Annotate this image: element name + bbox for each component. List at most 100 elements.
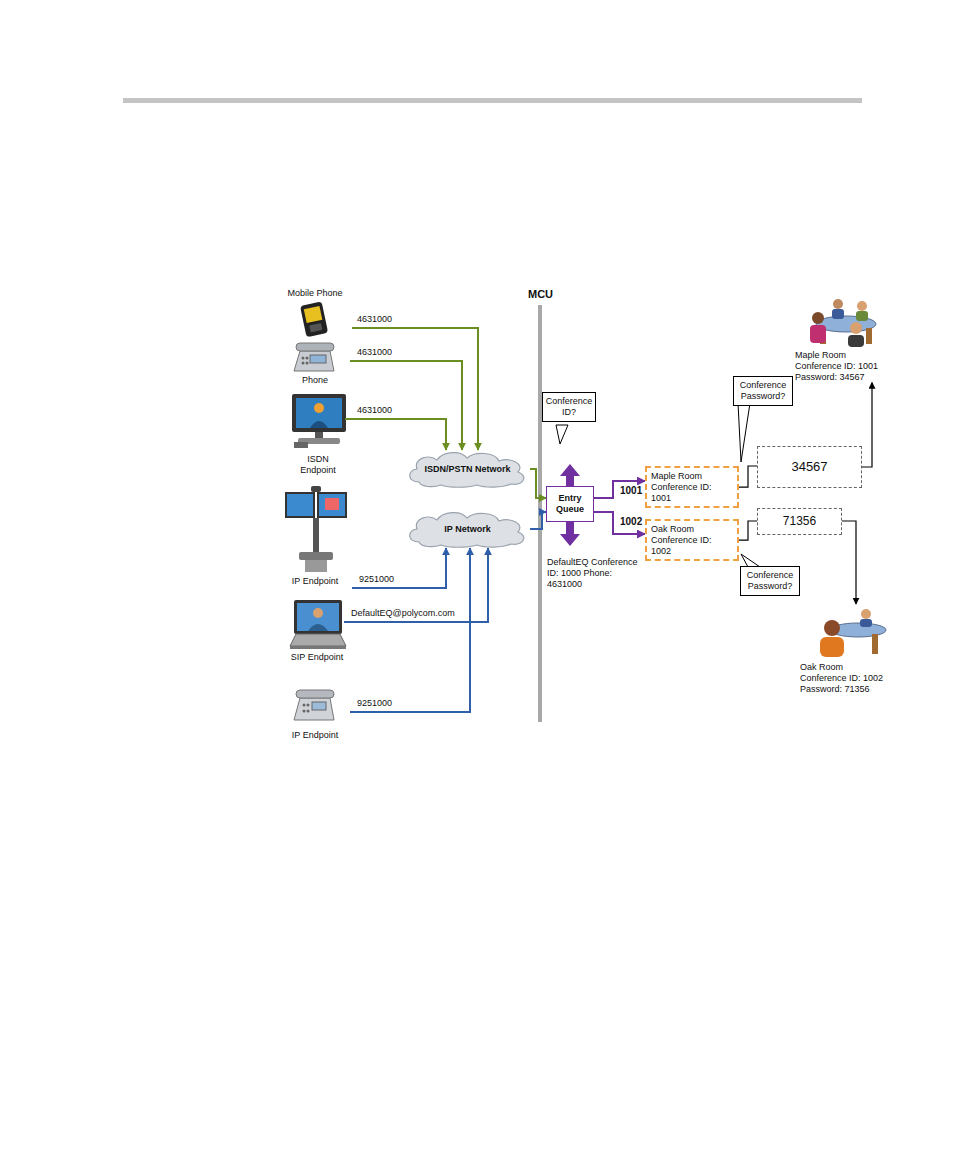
illustration-part [307,710,310,713]
connector [350,548,470,712]
node-label: Conference Password? [736,380,790,402]
mobile-phone: Mobile Phone [278,288,352,335]
illustration-part [832,309,844,319]
entry-queue: Entry QueueDefaultEQ Conference ID: 1000… [546,486,594,522]
section-label: MCU [527,288,554,301]
illustration-part [294,690,334,720]
node-label: Phone [280,375,350,386]
node-label: Mobile Phone [278,288,352,299]
password-box: 71356 [757,508,842,535]
illustration-part [315,432,323,438]
illustration-part [305,560,327,572]
illustration-part [294,600,342,634]
edge-label: DefaultEQ@polycom.com [350,608,456,619]
illustration-part [294,343,334,371]
illustration-part [294,351,334,371]
illustration-part [314,403,324,413]
conference-room: Maple Room Conference ID: 1001 Password:… [795,296,887,382]
illustration-part [319,494,345,516]
illustration-part [312,702,326,710]
illustration-part [290,634,346,646]
network-cloud: ISDN/PSTN Network [405,450,530,488]
connector [862,382,872,467]
illustration-part [296,398,342,428]
illustration-part [302,357,309,365]
illustration-part [560,464,580,486]
illustration-part [306,357,309,360]
connector [345,419,446,450]
ip-endpoint: IP Endpoint [280,688,350,741]
illustration-part [123,98,862,103]
connector [594,512,645,534]
node-note: DefaultEQ Conference ID: 1000 Phone: 463… [547,557,639,589]
illustration-part [856,311,868,321]
illustration-part [285,492,315,518]
illustration-part [309,323,322,332]
node-label: Oak Room Conference ID: 1002 Password: 7… [800,662,890,694]
connector [352,328,478,450]
node-label: Entry Queue [548,493,592,515]
connector [739,521,757,540]
illustration-part [872,634,878,654]
phone: Phone [280,341,350,386]
node-label: 71356 [783,514,816,528]
illustration-part [303,704,306,707]
illustration-part [300,301,328,337]
edge-label: 9251000 [356,698,393,709]
illustration-part [810,299,876,347]
node-label: Conference ID? [545,396,593,418]
network-cloud: IP Network [405,510,530,548]
callout-bubble: Conference Password? [740,566,800,596]
illustration-part [306,362,309,365]
node-label: IP Endpoint [278,576,352,587]
illustration-part [307,704,310,707]
illustration-part [310,421,328,428]
illustration-part [860,619,872,627]
illustration-part [304,306,323,323]
node-label: Oak Room Conference ID: 1002 [651,524,733,556]
illustration-part [738,403,750,462]
illustration-part [824,620,840,636]
illustration-part [857,301,867,311]
illustration-part [311,486,321,492]
illustration-part [302,357,305,360]
connector [352,548,446,588]
illustration-part [317,492,347,518]
illustration-part [833,299,843,309]
isdn-endpoint: ISDN Endpoint [291,392,345,476]
edge-label: 1002 [619,516,643,528]
illustration-part [850,322,862,334]
connector [739,466,757,487]
sip-endpoint: SIP Endpoint [290,598,344,663]
callout-bubble: Conference ID? [542,392,596,422]
illustration-part [287,494,313,516]
illustration-part [296,343,334,351]
illustration-part [861,609,871,619]
illustration-part [560,522,580,546]
illustration-part [292,394,346,448]
node-label: SIP Endpoint [290,652,344,663]
illustration-part [290,600,346,649]
node-label: ISDN Endpoint [291,454,345,476]
connector [530,512,546,529]
illustration-part [313,518,319,554]
connector [842,521,856,604]
conference-room: Oak Room Conference ID: 1002 Password: 7… [800,604,890,694]
illustration-part [294,698,334,720]
illustration-part [294,442,308,448]
illustration-part [285,486,347,572]
illustration-part [297,603,339,631]
illustration-part [300,301,328,337]
illustration-part [325,498,339,510]
illustration-part [812,312,824,324]
illustration-part [302,362,305,365]
ip-endpoint: IP Endpoint [278,484,352,587]
node-label: IP Endpoint [280,730,350,741]
conference-box: Oak Room Conference ID: 1002 [645,519,739,561]
cloud-outline [410,453,524,488]
illustration-part [292,394,346,432]
illustration-part [310,355,326,363]
illustration-part [556,425,568,444]
illustration-part [296,690,334,698]
